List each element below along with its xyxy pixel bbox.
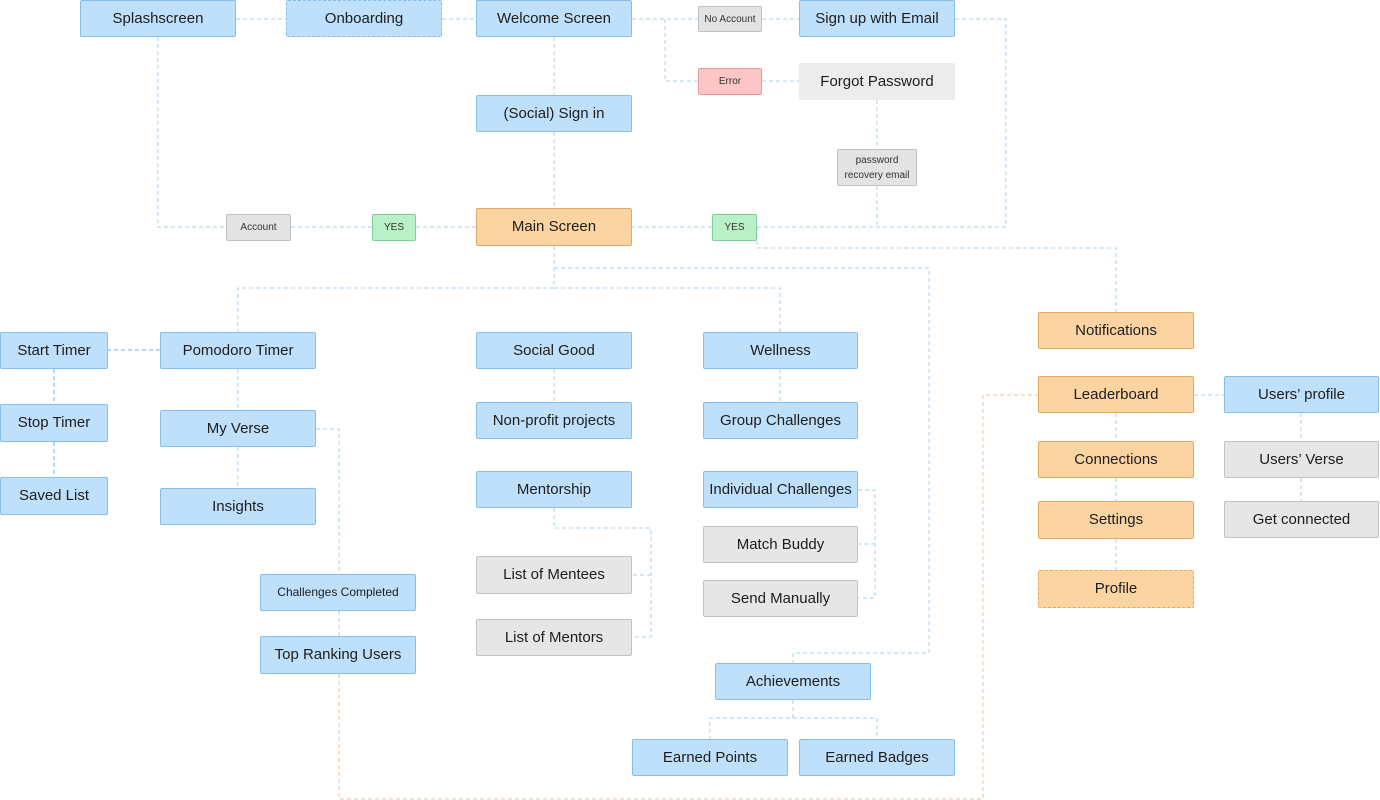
match-buddy-node[interactable]: Match Buddy — [703, 526, 858, 563]
forgot-password-node[interactable]: Forgot Password — [799, 63, 955, 100]
main-screen-node[interactable]: Main Screen — [476, 208, 632, 246]
achievements-node[interactable]: Achievements — [715, 663, 871, 700]
insights-label: Insights — [212, 497, 264, 515]
forgot-password-label: Forgot Password — [820, 72, 934, 90]
start-timer-label: Start Timer — [17, 341, 91, 359]
send-manually-label: Send Manually — [730, 589, 831, 607]
error-tag: Error — [698, 68, 762, 95]
password-recovery-tag: password recovery email — [837, 149, 917, 186]
users-profile-node[interactable]: Users’ profile — [1224, 376, 1379, 413]
welcome-screen-node[interactable]: Welcome Screen — [476, 0, 632, 37]
profile-label: Profile — [1094, 580, 1138, 597]
my-verse-node[interactable]: My Verse — [160, 410, 316, 447]
connector-main-achievements — [554, 267, 930, 663]
error-text: Error — [718, 76, 742, 87]
individual-challenges-label: Individual Challenges — [709, 480, 852, 498]
account-text: Account — [240, 222, 277, 233]
my-verse-label: My Verse — [206, 419, 270, 437]
send-manually-node[interactable]: Send Manually — [703, 580, 858, 617]
earned-badges-label: Earned Badges — [825, 748, 929, 766]
social-sign-in-label: (Social) Sign in — [503, 104, 605, 122]
saved-list-label: Saved List — [18, 487, 90, 504]
connector-myverse-challenges — [316, 428, 340, 574]
group-challenges-node[interactable]: Group Challenges — [703, 402, 858, 439]
challenges-completed-label: Challenges Completed — [277, 585, 399, 600]
splashscreen-node[interactable]: Splashscreen — [80, 0, 236, 37]
challenges-completed-node[interactable]: Challenges Completed — [260, 574, 416, 611]
wellness-label: Wellness — [750, 341, 811, 359]
social-good-node[interactable]: Social Good — [476, 332, 632, 369]
connector-welcome-forgot — [664, 19, 799, 82]
users-verse-node[interactable]: Users’ Verse — [1224, 441, 1379, 478]
connector-mentorship-lists — [553, 508, 652, 638]
get-connected-node[interactable]: Get connected — [1224, 501, 1379, 538]
account-tag: Account — [226, 214, 291, 241]
sign-up-email-node[interactable]: Sign up with Email — [799, 0, 955, 37]
welcome-screen-label: Welcome Screen — [497, 9, 611, 27]
profile-node[interactable]: Profile — [1038, 570, 1194, 608]
connector-main-branches — [237, 246, 781, 332]
settings-node[interactable]: Settings — [1038, 501, 1194, 539]
match-buddy-label: Match Buddy — [736, 535, 825, 553]
sign-up-email-label: Sign up with Email — [815, 9, 939, 27]
stop-timer-label: Stop Timer — [17, 414, 91, 431]
social-sign-in-node[interactable]: (Social) Sign in — [476, 95, 632, 132]
yes-left-text: YES — [383, 222, 404, 233]
group-challenges-label: Group Challenges — [720, 411, 841, 429]
top-ranking-users-node[interactable]: Top Ranking Users — [260, 636, 416, 674]
saved-list-node[interactable]: Saved List — [0, 477, 108, 515]
connections-node[interactable]: Connections — [1038, 441, 1194, 478]
yes-tag-right: YES — [712, 214, 757, 241]
stop-timer-node[interactable]: Stop Timer — [0, 404, 108, 442]
insights-node[interactable]: Insights — [160, 488, 316, 525]
leaderboard-label: Leaderboard — [1073, 385, 1159, 403]
notifications-node[interactable]: Notifications — [1038, 312, 1194, 349]
earned-points-node[interactable]: Earned Points — [632, 739, 788, 776]
onboarding-label: Onboarding — [324, 9, 404, 27]
list-of-mentees-node[interactable]: List of Mentees — [476, 556, 632, 594]
no-account-text: No Account — [704, 13, 756, 25]
pomodoro-timer-label: Pomodoro Timer — [182, 341, 294, 359]
connector-individual-options — [858, 489, 876, 599]
users-profile-label: Users’ profile — [1258, 385, 1345, 403]
list-of-mentors-node[interactable]: List of Mentors — [476, 619, 632, 656]
settings-label: Settings — [1088, 511, 1144, 528]
connector-signup-main — [632, 18, 1007, 228]
connector-main-notifications — [756, 227, 1117, 312]
wellness-node[interactable]: Wellness — [703, 332, 858, 369]
splashscreen-label: Splashscreen — [112, 9, 204, 27]
list-of-mentors-label: List of Mentors — [504, 628, 604, 646]
password-recovery-line2: recovery email — [844, 169, 910, 181]
achievements-label: Achievements — [745, 672, 841, 690]
leaderboard-node[interactable]: Leaderboard — [1038, 376, 1194, 413]
start-timer-node[interactable]: Start Timer — [0, 332, 108, 369]
main-screen-label: Main Screen — [511, 218, 597, 235]
non-profit-projects-label: Non-profit projects — [492, 411, 616, 429]
mentorship-node[interactable]: Mentorship — [476, 471, 632, 508]
social-good-label: Social Good — [513, 341, 595, 359]
earned-badges-node[interactable]: Earned Badges — [799, 739, 955, 776]
yes-tag-left: YES — [372, 214, 416, 241]
get-connected-label: Get connected — [1252, 510, 1351, 528]
onboarding-node[interactable]: Onboarding — [286, 0, 442, 37]
yes-right-text: YES — [724, 222, 745, 233]
earned-points-label: Earned Points — [662, 748, 758, 766]
no-account-tag: No Account — [698, 6, 762, 32]
password-recovery-line1: password — [855, 154, 899, 166]
pomodoro-timer-node[interactable]: Pomodoro Timer — [160, 332, 316, 369]
connector-top-leaderboard — [338, 394, 1038, 800]
non-profit-projects-node[interactable]: Non-profit projects — [476, 402, 632, 439]
users-verse-label: Users’ Verse — [1259, 450, 1344, 468]
connections-label: Connections — [1074, 450, 1158, 468]
mentorship-label: Mentorship — [516, 480, 592, 498]
top-ranking-users-label: Top Ranking Users — [274, 646, 402, 663]
connector-achievements-earned — [709, 700, 878, 739]
individual-challenges-node[interactable]: Individual Challenges — [703, 471, 858, 508]
list-of-mentees-label: List of Mentees — [503, 566, 605, 583]
notifications-label: Notifications — [1075, 321, 1157, 339]
connector-splash-main — [157, 37, 476, 228]
